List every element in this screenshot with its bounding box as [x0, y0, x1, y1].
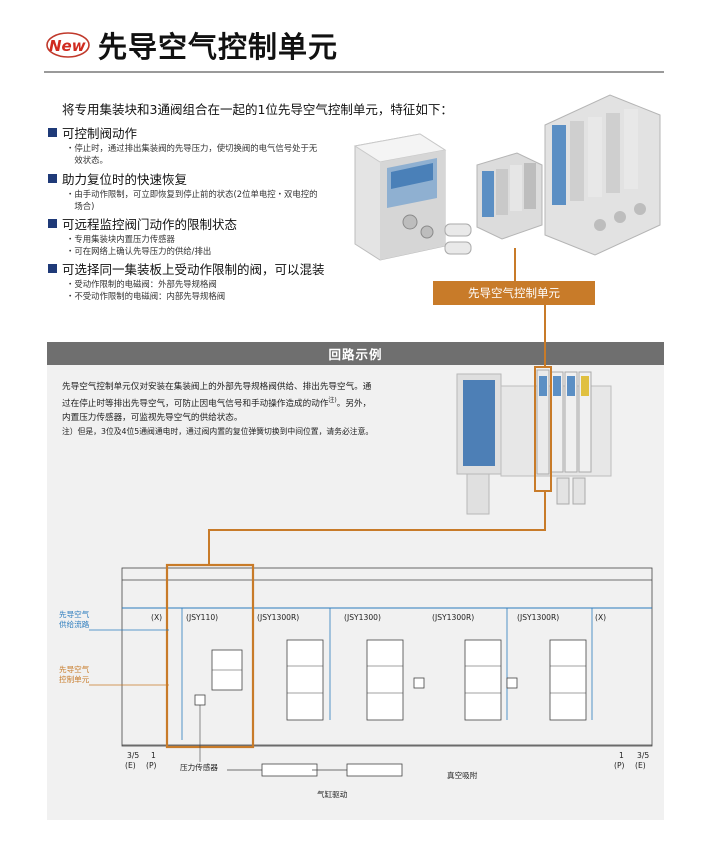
- valve-assembly-image: [476, 152, 543, 240]
- port-label: (E): [635, 761, 646, 770]
- bullet-square-icon: [48, 174, 57, 183]
- section-title: 回路示例: [47, 342, 664, 365]
- pneumatic-circuit-diagram: 先导空气 供给流路 先导空气 控制单元 (X) (X) (JSY110) (JS…: [59, 563, 653, 799]
- title-divider: [44, 71, 664, 73]
- description-line: 。另外，: [336, 398, 372, 409]
- supply-label: 先导空气: [59, 609, 90, 619]
- description-note: 注）但是，3位及4位5通阀通电时，通过阀内置的复位弹簧切换到中间位置，请务必注意…: [62, 426, 374, 436]
- x-port-left: (X): [151, 613, 162, 622]
- valve-label: (JSY1300R): [517, 613, 559, 622]
- feature-line: 场合): [66, 201, 95, 211]
- valve-3: (JSY1300R): [413, 608, 508, 721]
- feature-line: ・受动作限制的电磁阀：外部先导规格阀: [66, 279, 217, 289]
- feature-3: 可远程监控阀门动作的限制状态 ・专用集装块内置压力传感器 ・可在网络上确认先导压…: [48, 214, 343, 257]
- feature-title: 可控制阀动作: [62, 126, 138, 141]
- feature-line: ・可在网络上确认先导压力的供给/排出: [66, 246, 212, 256]
- supply-label: 供给流路: [59, 619, 90, 629]
- cylinder-label: 气缸驱动: [317, 789, 348, 799]
- manifold-photo: [456, 366, 612, 515]
- cylinder-1: [261, 763, 318, 777]
- feature-line: ・不受动作限制的电磁阀：内部先导规格阀: [66, 291, 226, 301]
- bullet-square-icon: [48, 128, 57, 137]
- cylinder-2: [346, 763, 403, 777]
- feature-title: 可选择同一集装板上受动作限制的阀，可以混装: [62, 262, 325, 277]
- unit-label: 先导空气: [59, 664, 90, 674]
- valve-0: (JSY110): [181, 608, 243, 740]
- feature-1: 可控制阀动作 ・停止时，通过排出集装阀的先导压力，使切换阀的电气信号处于无 效状…: [48, 123, 343, 166]
- vacuum-label: 真空吸附: [447, 770, 478, 780]
- port-label: 3/5: [637, 751, 649, 760]
- manifold-assembly-image: [544, 94, 661, 256]
- bullet-square-icon: [48, 264, 57, 273]
- valve-label: (JSY110): [186, 613, 218, 622]
- feature-2: 助力复位时的快速恢复 ・由手动作限制，可立即恢复到停止前的状态(2位单电控・双电…: [48, 169, 343, 212]
- feature-4: 可选择同一集装板上受动作限制的阀，可以混装 ・受动作限制的电磁阀：外部先导规格阀…: [48, 259, 343, 302]
- port-label: (P): [146, 761, 157, 770]
- description-line: 内置压力传感器，可监视先导空气的供给状态。: [62, 412, 243, 423]
- feature-line: ・由手动作限制，可立即恢复到停止前的状态(2位单电控・双电控的: [66, 189, 318, 199]
- port-label: (P): [614, 761, 625, 770]
- new-badge-text: New: [49, 37, 86, 55]
- feature-line: ・专用集装块内置压力传感器: [66, 234, 175, 244]
- feature-title: 可远程监控阀门动作的限制状态: [62, 217, 238, 232]
- valve-label: (JSY1300R): [432, 613, 474, 622]
- valve-2: (JSY1300): [344, 613, 404, 721]
- feature-line: 效状态。: [66, 155, 108, 165]
- valve-1: (JSY1300R): [257, 608, 331, 721]
- port-label: 1: [151, 751, 156, 760]
- pressure-sensor-label: 压力传感器: [180, 762, 218, 772]
- valve-4: (JSY1300R): [506, 608, 593, 721]
- control-unit-product-image: [353, 133, 472, 261]
- port-label: (E): [125, 761, 136, 770]
- intro-text: 将专用集装块和3通阀组合在一起的1位先导空气控制单元，特征如下：: [62, 102, 453, 117]
- bullet-square-icon: [48, 219, 57, 228]
- circuit-description: 先导空气控制单元仅对安装在集装阀上的外部先导规格阀供给、排出先导空气。通 过在停…: [62, 380, 422, 439]
- feature-title: 助力复位时的快速恢复: [62, 172, 188, 187]
- callout-label: 先导空气控制单元: [433, 281, 595, 305]
- unit-label: 控制单元: [59, 674, 90, 684]
- valve-label: (JSY1300): [344, 613, 381, 622]
- new-badge: New: [46, 32, 90, 58]
- description-line: 先导空气控制单元仅对安装在集装阀上的外部先导规格阀供给、排出先导空气。通: [62, 382, 372, 392]
- feature-line: ・停止时，通过排出集装阀的先导压力，使切换阀的电气信号处于无: [66, 143, 318, 153]
- description-line: 过在停止时等排出先导空气，可防止因电气信号和手动操作造成的动作: [62, 398, 329, 409]
- page-title: 先导空气控制单元: [98, 30, 339, 64]
- x-port-right: (X): [595, 613, 606, 622]
- port-label: 1: [619, 751, 624, 760]
- port-label: 3/5: [127, 751, 139, 760]
- note-ref: 注): [328, 397, 337, 404]
- valve-label: (JSY1300R): [257, 613, 299, 622]
